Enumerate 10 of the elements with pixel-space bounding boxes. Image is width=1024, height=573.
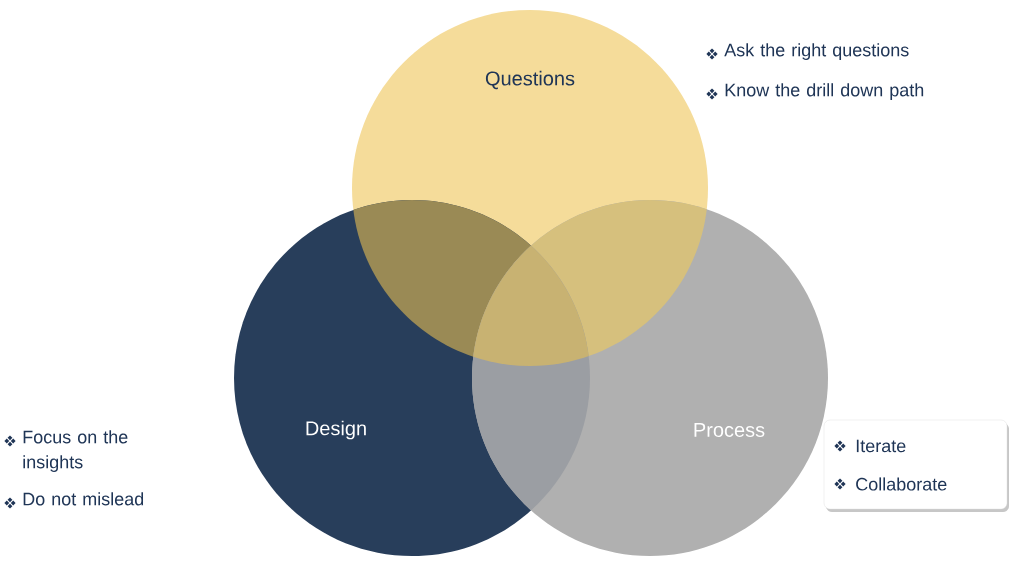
bullet-text: Do not mislead: [23, 492, 144, 506]
circle-label: Process: [694, 423, 765, 437]
circle-label: Questions: [485, 70, 575, 90]
circle-label: Design: [306, 420, 366, 440]
bullet-text: Ask the right questions: [724, 43, 909, 60]
bullet-text: Iterate: [856, 439, 906, 453]
callout-box: [823, 419, 1009, 512]
bullet-text: Collaborate: [856, 477, 947, 491]
bullet-text: Focus on the insights: [23, 430, 128, 472]
bullet-text: Know the drill down path: [725, 83, 924, 100]
